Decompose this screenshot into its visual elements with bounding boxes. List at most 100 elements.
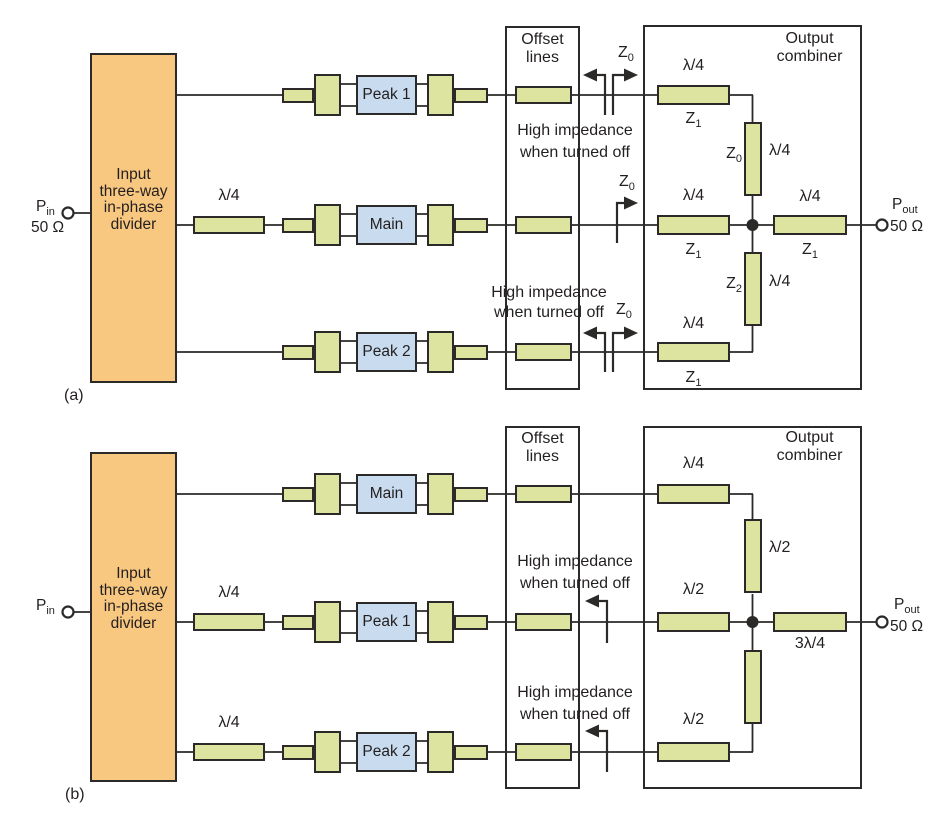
probe-arrow-mid-right — [615, 201, 624, 243]
impedance-arrows-b — [598, 599, 609, 772]
divider-label: Input three-way in-phase divider — [99, 565, 168, 632]
combiner-vert-bot-impedance: Z2 — [726, 275, 742, 295]
output-combiner-frame-a — [643, 25, 862, 390]
match-bar-icon — [454, 88, 488, 103]
amp-label: Peak 2 — [362, 743, 411, 760]
combiner-vert-top-impedance: Z0 — [726, 145, 742, 165]
match-bar-icon — [282, 615, 314, 630]
tline-offset-bot-a — [515, 343, 572, 361]
match-block-icon — [314, 601, 341, 643]
arrowhead-icon — [624, 326, 638, 340]
output-combiner-title: Output combiner — [776, 30, 843, 65]
high-impedance-note-bot-a: High impedance when turned off — [491, 284, 607, 321]
amp-label: Main — [369, 485, 404, 502]
match-bar-icon — [282, 745, 314, 760]
probe-arrow-bot-right — [611, 331, 624, 372]
input-divider-box-a — [90, 53, 177, 383]
combiner-out-length: λ/4 — [799, 188, 821, 205]
tline-combiner-bot-b — [657, 742, 730, 762]
combiner-bot-length: λ/4 — [682, 315, 705, 332]
pout-impedance: 50 Ω — [890, 218, 924, 235]
probe-arrow-bot-left — [598, 729, 609, 772]
high-impedance-note-mid-b: High impedance when turned off — [517, 553, 633, 592]
match-block-icon — [427, 74, 454, 116]
combiner-bot-impedance: Z1 — [685, 369, 702, 389]
arrowhead-icon — [624, 196, 638, 210]
tline-offset-top-a — [515, 86, 572, 104]
output-terminal-a — [875, 218, 889, 232]
match-bar-icon — [282, 345, 314, 360]
combiner-junction-a — [746, 219, 759, 231]
arrowheads-b — [585, 594, 599, 738]
amp-peak1-a: Peak 1 — [356, 75, 417, 115]
match-bar-icon — [454, 615, 488, 630]
tline-combiner-mid-b — [657, 612, 730, 632]
combiner-vert-top-length: λ/2 — [769, 539, 791, 556]
combiner-top-length: λ/4 — [682, 455, 705, 472]
output-combiner-frame-b — [643, 426, 862, 789]
probe-impedance-bot-a: Z0 — [616, 301, 632, 321]
tline-pre-main-a — [193, 216, 265, 234]
amp-label: Peak 2 — [362, 343, 411, 360]
arrowhead-icon — [585, 594, 599, 608]
arrowheads-a — [583, 68, 638, 340]
input-terminal-a — [61, 206, 75, 220]
tline-pre-peak2-b — [193, 743, 265, 761]
pin-impedance: 50 Ω — [31, 219, 65, 236]
match-block-icon — [427, 204, 454, 246]
arrowhead-icon — [583, 326, 597, 340]
match-bar-icon — [282, 88, 314, 103]
tline-combiner-vert-top-b — [744, 519, 762, 593]
probe-impedance-mid-a: Z0 — [619, 173, 635, 193]
match-block-icon — [427, 473, 454, 515]
match-bar-icon — [282, 218, 314, 233]
combiner-vert-bot-length: λ/4 — [769, 273, 791, 290]
amp-peak2-b: Peak 2 — [356, 732, 417, 772]
pin-label: Pin — [36, 198, 55, 218]
tline-offset-top-b — [515, 485, 572, 503]
combiner-out-impedance: Z1 — [802, 241, 818, 261]
probe-arrow-mid-left — [598, 599, 609, 643]
combiner-junction-b — [746, 616, 759, 628]
match-bar-icon — [454, 218, 488, 233]
port-terminals — [61, 206, 889, 629]
match-block-icon — [314, 473, 341, 515]
amp-main-a: Main — [356, 205, 417, 245]
input-divider-box-b — [90, 452, 177, 782]
tline-offset-mid-a — [515, 216, 572, 234]
pin-label: Pin — [36, 597, 55, 617]
tline-combiner-top-b — [657, 484, 730, 504]
amp-link-lines-b — [341, 482, 427, 764]
tline-combiner-top-a — [657, 85, 730, 105]
probe-arrow-top-left — [596, 73, 607, 115]
output-combiner-title: Output combiner — [776, 429, 843, 464]
combiner-top-length: λ/4 — [682, 57, 705, 74]
divider-label: Input three-way in-phase divider — [99, 166, 168, 233]
tline-combiner-bot-a — [657, 342, 730, 362]
pre-peak2-length-label: λ/4 — [218, 714, 240, 731]
combiner-mid-impedance: Z1 — [685, 241, 702, 261]
tline-combiner-vert-bot-a — [744, 252, 762, 326]
combiner-out-length: 3λ/4 — [794, 635, 826, 652]
tline-combiner-out-a — [773, 215, 847, 235]
match-block-icon — [427, 731, 454, 773]
offset-lines-title: Offset lines — [521, 31, 564, 66]
high-impedance-note-bot-b: High impedance when turned off — [517, 684, 633, 723]
match-block-icon — [314, 331, 341, 373]
offset-lines-frame-b — [505, 426, 580, 789]
match-bar-icon — [454, 745, 488, 760]
match-bar-icon — [454, 345, 488, 360]
tline-pre-peak1-b — [193, 613, 265, 631]
panel-tag-b: (b) — [65, 786, 85, 803]
match-block-icon — [314, 731, 341, 773]
amp-main-b: Main — [356, 474, 417, 514]
combiner-bot-length: λ/2 — [682, 711, 705, 728]
amp-peak1-b: Peak 1 — [356, 602, 417, 642]
pre-peak1-length-label: λ/4 — [218, 584, 240, 601]
amp-label: Peak 1 — [362, 86, 411, 103]
panel-tag-a: (a) — [64, 387, 84, 404]
amp-label: Main — [369, 216, 404, 233]
